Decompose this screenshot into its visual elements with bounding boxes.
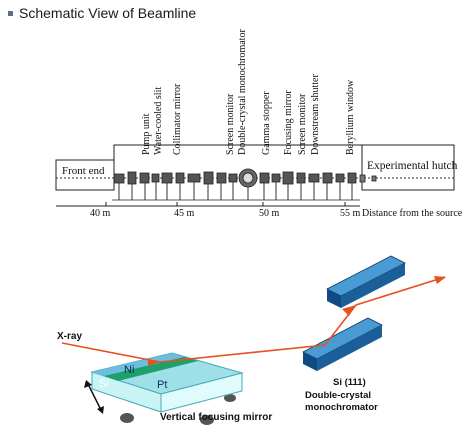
beamline-equipment: [112, 168, 377, 201]
tick-label-55: 55 m: [340, 208, 361, 219]
bullet-icon: [8, 10, 13, 16]
component-label: Double-crystal monochromator: [237, 29, 248, 155]
page-header: Schematic View of Beamline: [8, 4, 196, 22]
front-end-label: Front end: [62, 165, 105, 177]
xray-beam: [61, 276, 446, 363]
crystal-upper-front: [341, 263, 405, 308]
experimental-hutch-box: [361, 144, 455, 191]
page-title: Schematic View of Beamline: [19, 5, 197, 21]
component-label: Pump unit: [141, 113, 152, 155]
xray-label: X-ray: [57, 331, 82, 342]
ni-label: Ni: [124, 364, 134, 376]
beam-arrow: [434, 276, 446, 284]
component-label: Water-cooled slit: [153, 87, 164, 155]
component-label: Collimator mirror: [172, 83, 183, 155]
crystal-upper-side: [327, 289, 341, 308]
beam-arrow: [342, 305, 356, 316]
component-label: Downstream shutter: [310, 74, 321, 155]
ni-stripe: [92, 353, 184, 376]
si-label: Si: [99, 378, 109, 390]
crystal-lower-side: [303, 352, 317, 371]
component-label: Focusing mirror: [283, 90, 294, 155]
wheel: [120, 413, 134, 423]
pt-label: Pt: [157, 379, 167, 391]
si-stripe: [104, 357, 198, 381]
wheel: [200, 415, 214, 425]
crystal-label: Si (111): [333, 377, 366, 388]
crystal-lower-front: [317, 325, 382, 371]
wheel: [224, 394, 236, 402]
distance-caption: Distance from the source: [362, 208, 463, 219]
tick-label-45: 45 m: [174, 208, 195, 219]
distance-ticks: 40 m 45 m 50 m 55 m Distance from the so…: [90, 202, 463, 219]
tick-label-40: 40 m: [90, 208, 111, 219]
mirror-front-face: [160, 372, 243, 413]
component-labels: Pump unit Water-cooled slit Collimator m…: [141, 29, 356, 155]
beam-arrow: [148, 359, 160, 366]
component-label: Beryllium window: [345, 79, 356, 155]
component-label: Gamma stopper: [261, 91, 272, 155]
adjust-arrow: [87, 383, 102, 411]
mono-caption-line1: Double-crystal: [305, 390, 371, 401]
mono-caption-line2: monochromator: [305, 402, 378, 413]
tick-label-50: 50 m: [259, 208, 280, 219]
optics-illustration: Ni Si Pt Vertical focusing mirror Si (11…: [57, 255, 446, 425]
mirror-caption: Vertical focusing mirror: [160, 412, 272, 423]
component-label: Screen monitor: [297, 93, 308, 155]
component-label: Screen monitor: [225, 93, 236, 155]
beamline-schematic: Front end Experimental hutch Pump unit W…: [55, 29, 463, 219]
experimental-hutch-label: Experimental hutch: [367, 160, 458, 172]
